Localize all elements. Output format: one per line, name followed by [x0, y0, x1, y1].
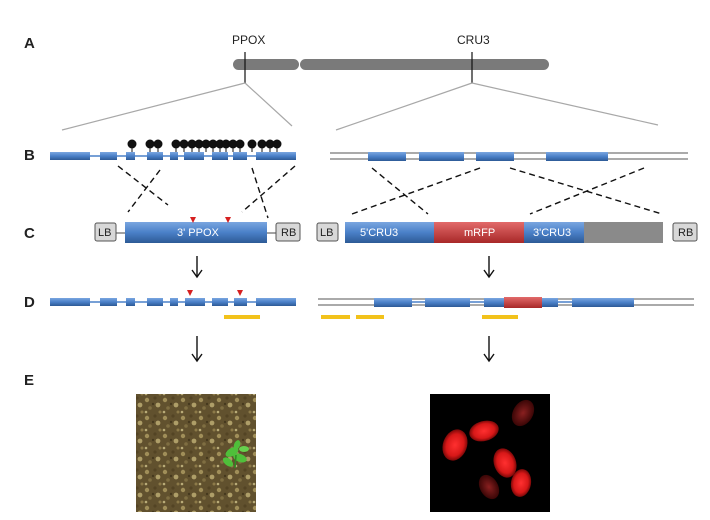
cru3-mrfp-construct	[316, 222, 698, 243]
ppox-label: PPOX	[232, 33, 265, 47]
cru3-label: CRU3	[457, 33, 490, 47]
marker-triangle	[237, 290, 243, 296]
seedling-plate-photo	[136, 394, 256, 512]
recombination-lines	[117, 165, 663, 219]
ppox-insert-label: 3' PPOX	[177, 227, 220, 239]
methylation-lollipops	[127, 139, 282, 152]
rb-box-right	[672, 222, 698, 242]
down-arrow	[191, 336, 495, 363]
cru3-3prime-label: 3'CRU3	[533, 227, 571, 239]
rb-label-right: RB	[678, 227, 693, 239]
cru3-locus	[330, 152, 688, 161]
grey-block	[584, 222, 663, 243]
mrfp-label: mRFP	[464, 227, 495, 239]
ppox-targeted-gene	[50, 290, 296, 319]
probe-bar	[482, 315, 518, 319]
rb-box-left	[275, 222, 301, 242]
cru3-3prime-block	[524, 222, 584, 243]
probe-bar	[321, 315, 350, 319]
row-label-d: D	[24, 294, 35, 311]
seedling	[222, 440, 249, 469]
ppox-insert	[125, 222, 267, 243]
probe-bar	[224, 315, 260, 319]
cru3-targeted-locus	[318, 297, 694, 319]
lb-box-left	[94, 222, 117, 242]
ppox-construct	[94, 217, 301, 243]
row-label-a: A	[24, 35, 35, 52]
row-label-b: B	[24, 147, 35, 164]
chromosome	[233, 52, 549, 83]
row-label-c: C	[24, 225, 35, 242]
row-label-e: E	[24, 372, 34, 389]
ppox-gene-model	[50, 152, 296, 160]
mrfp-block	[434, 222, 524, 243]
lb-box-right	[316, 222, 339, 242]
down-arrow	[191, 256, 495, 279]
zoom-lines	[61, 82, 659, 131]
cru3-5prime-block	[345, 222, 434, 243]
lb-label-left: LB	[98, 227, 111, 239]
lb-label-right: LB	[320, 227, 333, 239]
probe-bar	[356, 315, 384, 319]
cru3-5prime-label: 5'CRU3	[360, 227, 398, 239]
marker-triangle	[187, 290, 193, 296]
rb-label-left: RB	[281, 227, 296, 239]
marker-triangle	[225, 217, 231, 223]
fluorescent-seeds-photo	[430, 394, 550, 512]
marker-triangle	[190, 217, 196, 223]
